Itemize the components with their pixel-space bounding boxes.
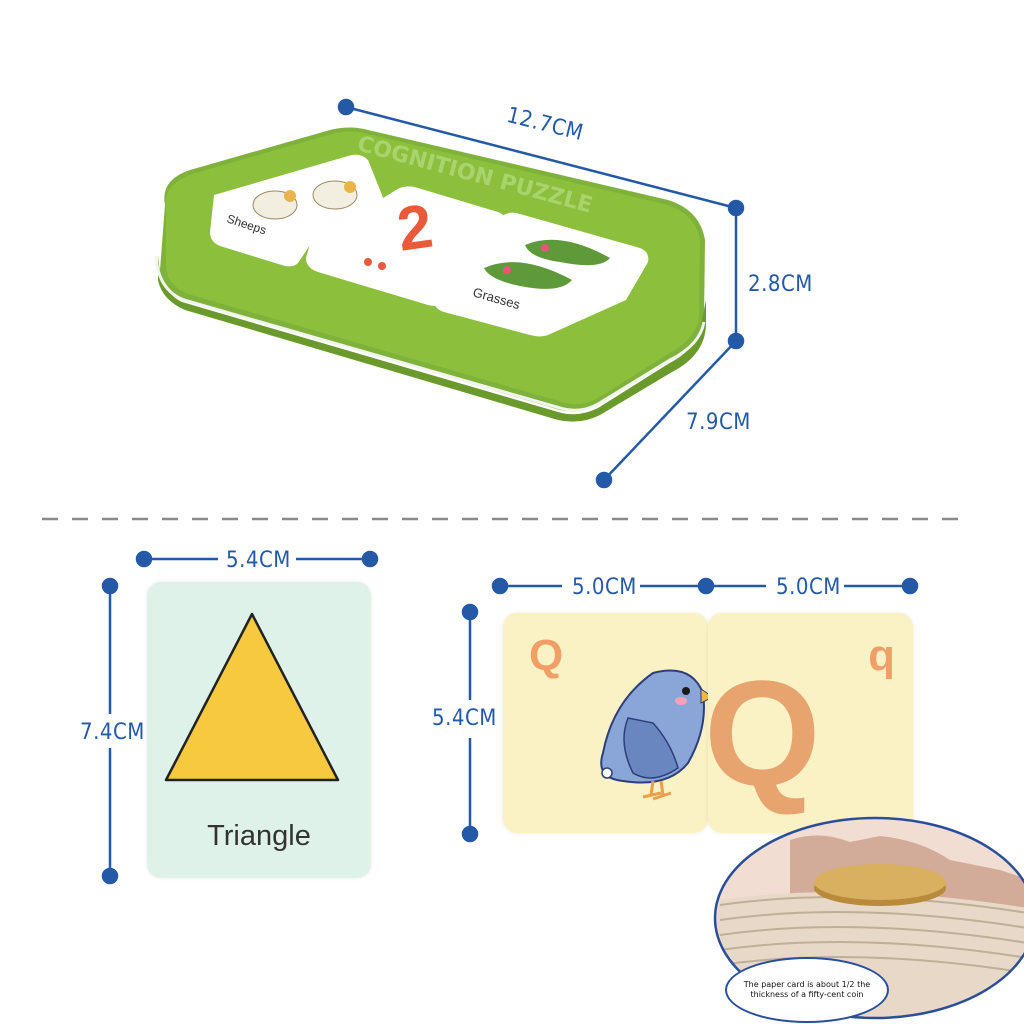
triangle-card: Triangle bbox=[147, 582, 371, 878]
triangle-card-height-label: 7.4CM bbox=[80, 720, 145, 745]
triangle-card-dimension-lines bbox=[101, 550, 379, 885]
tin-height-label: 2.8CM bbox=[748, 272, 813, 297]
letter-card-right: q Q bbox=[708, 613, 913, 833]
tin-width-label: 7.9CM bbox=[686, 410, 751, 435]
letter-card-height-label: 5.4CM bbox=[432, 706, 497, 731]
letter-card-left-width-label: 5.0CM bbox=[572, 575, 637, 600]
thickness-note: The paper card is about 1/2 the thicknes… bbox=[743, 980, 871, 999]
letter-card-left: Q bbox=[503, 613, 708, 833]
letter-card-right-width-label: 5.0CM bbox=[776, 575, 841, 600]
letter-card-dimension-lines bbox=[461, 577, 919, 843]
lowercase-letter: q bbox=[868, 631, 895, 680]
triangle-card-width-label: 5.4CM bbox=[226, 548, 291, 573]
triangle-card-label: Triangle bbox=[207, 820, 311, 852]
tin-card-sheeps bbox=[210, 154, 384, 267]
big-letter-graphic: Q bbox=[708, 649, 821, 817]
thickness-note-bubble: The paper card is about 1/2 the thicknes… bbox=[725, 957, 889, 1023]
quail-illustration bbox=[600, 669, 708, 801]
uppercase-letter: Q bbox=[529, 631, 564, 680]
big-letter: Q bbox=[708, 649, 821, 817]
triangle-shape bbox=[164, 612, 340, 782]
tin-card-grasses bbox=[435, 212, 649, 337]
tin-dimension-lines bbox=[337, 98, 745, 489]
